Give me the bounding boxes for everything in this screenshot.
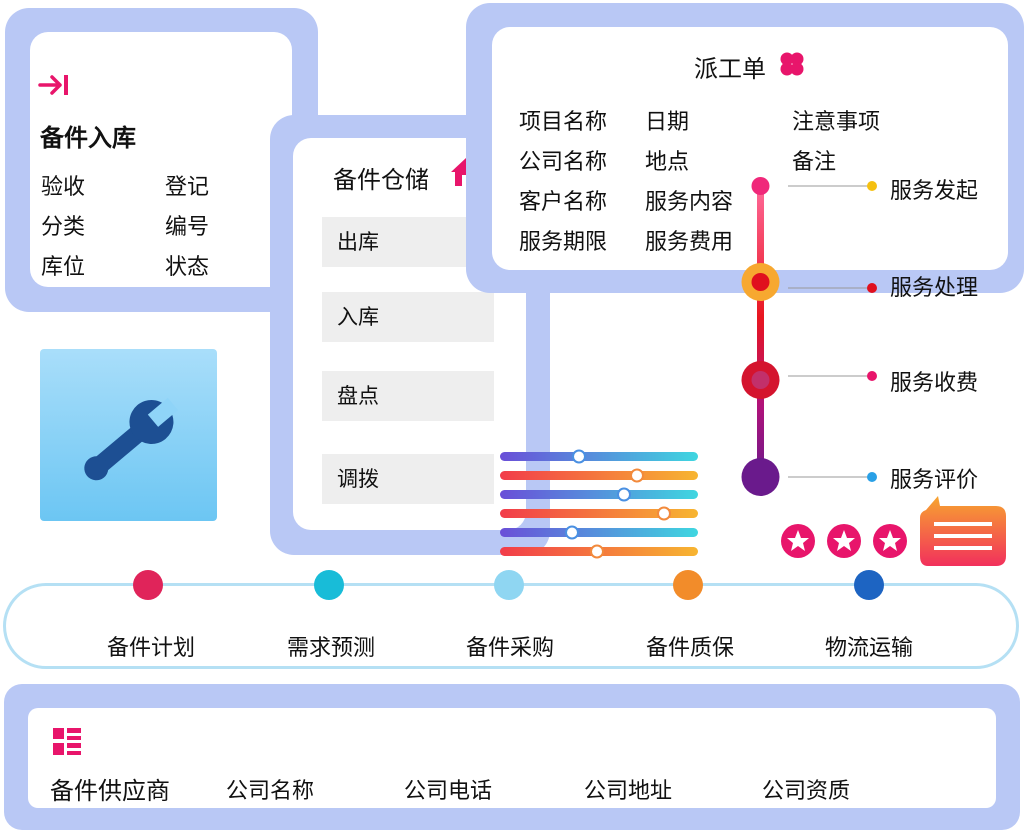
- dispatch-field: 项目名称: [519, 110, 608, 135]
- enter-icon: [38, 75, 68, 95]
- intake-title: 备件入库: [40, 124, 136, 152]
- intake-item: 状态: [165, 255, 210, 280]
- supplier-card: [28, 708, 996, 808]
- flow-node: [741, 458, 780, 496]
- pipeline-node: [314, 570, 344, 600]
- wrench-icon: [84, 397, 179, 481]
- flow-label: 服务发起: [890, 179, 979, 204]
- flow-label: 服务收费: [890, 371, 979, 396]
- supplier-field: 公司名称: [226, 779, 315, 804]
- flow-label: 服务处理: [890, 276, 979, 301]
- dispatch-title: 派工单: [694, 55, 766, 83]
- list-icon: [53, 728, 81, 755]
- star-icon: [781, 524, 815, 558]
- intake-item: 登记: [165, 175, 210, 200]
- dispatch-field: 客户名称: [519, 190, 608, 215]
- dispatch-field: 服务期限: [519, 230, 608, 255]
- chat-bubble-icon: [920, 496, 1006, 566]
- dispatch-card: [492, 27, 1008, 270]
- supplier-field: 公司地址: [584, 779, 673, 804]
- pipeline-label: 备件质保: [646, 636, 735, 661]
- pipeline-node: [133, 570, 163, 600]
- flow-dot: [867, 283, 877, 293]
- flow-dot: [867, 371, 877, 381]
- dispatch-field: 公司名称: [519, 150, 608, 175]
- storage-item: 盘点: [322, 371, 494, 421]
- intake-item: 分类: [41, 215, 86, 240]
- flow-node: [751, 177, 770, 195]
- star-icon: [873, 524, 907, 558]
- flow-label: 服务评价: [890, 468, 979, 493]
- pipeline-nodes: [133, 570, 884, 600]
- intake-item: 验收: [41, 175, 86, 200]
- dispatch-field: 地点: [645, 150, 690, 175]
- flow-dot: [867, 472, 877, 482]
- intake-item: 编号: [165, 215, 210, 240]
- supplier-field: 公司资质: [762, 779, 851, 804]
- storage-item: 调拨: [322, 454, 494, 504]
- pipeline-node: [673, 570, 703, 600]
- pipeline-node: [854, 570, 884, 600]
- storage-item: 入库: [322, 292, 494, 342]
- sliders-graphic: [500, 449, 698, 559]
- flow-dot: [867, 181, 877, 191]
- clover-icon: [780, 52, 804, 76]
- intake-item: 库位: [41, 255, 86, 280]
- dispatch-field: 日期: [645, 110, 690, 135]
- supplier-title: 备件供应商: [50, 777, 170, 805]
- storage-title: 备件仓储: [333, 166, 429, 194]
- dispatch-field: 服务内容: [645, 190, 734, 215]
- storage-item: 出库: [322, 217, 494, 267]
- dispatch-field: 备注: [792, 150, 837, 175]
- dispatch-field: 服务费用: [645, 230, 734, 255]
- pipeline-label: 需求预测: [287, 636, 376, 661]
- supplier-field: 公司电话: [404, 779, 493, 804]
- intake-card: [30, 32, 292, 287]
- pipeline-label: 物流运输: [825, 636, 914, 661]
- pipeline-label: 备件采购: [466, 636, 555, 661]
- service-timeline: [741, 177, 877, 496]
- dispatch-field: 注意事项: [792, 110, 881, 135]
- pipeline-node: [494, 570, 524, 600]
- pipeline-label: 备件计划: [107, 636, 196, 661]
- star-icon: [827, 524, 861, 558]
